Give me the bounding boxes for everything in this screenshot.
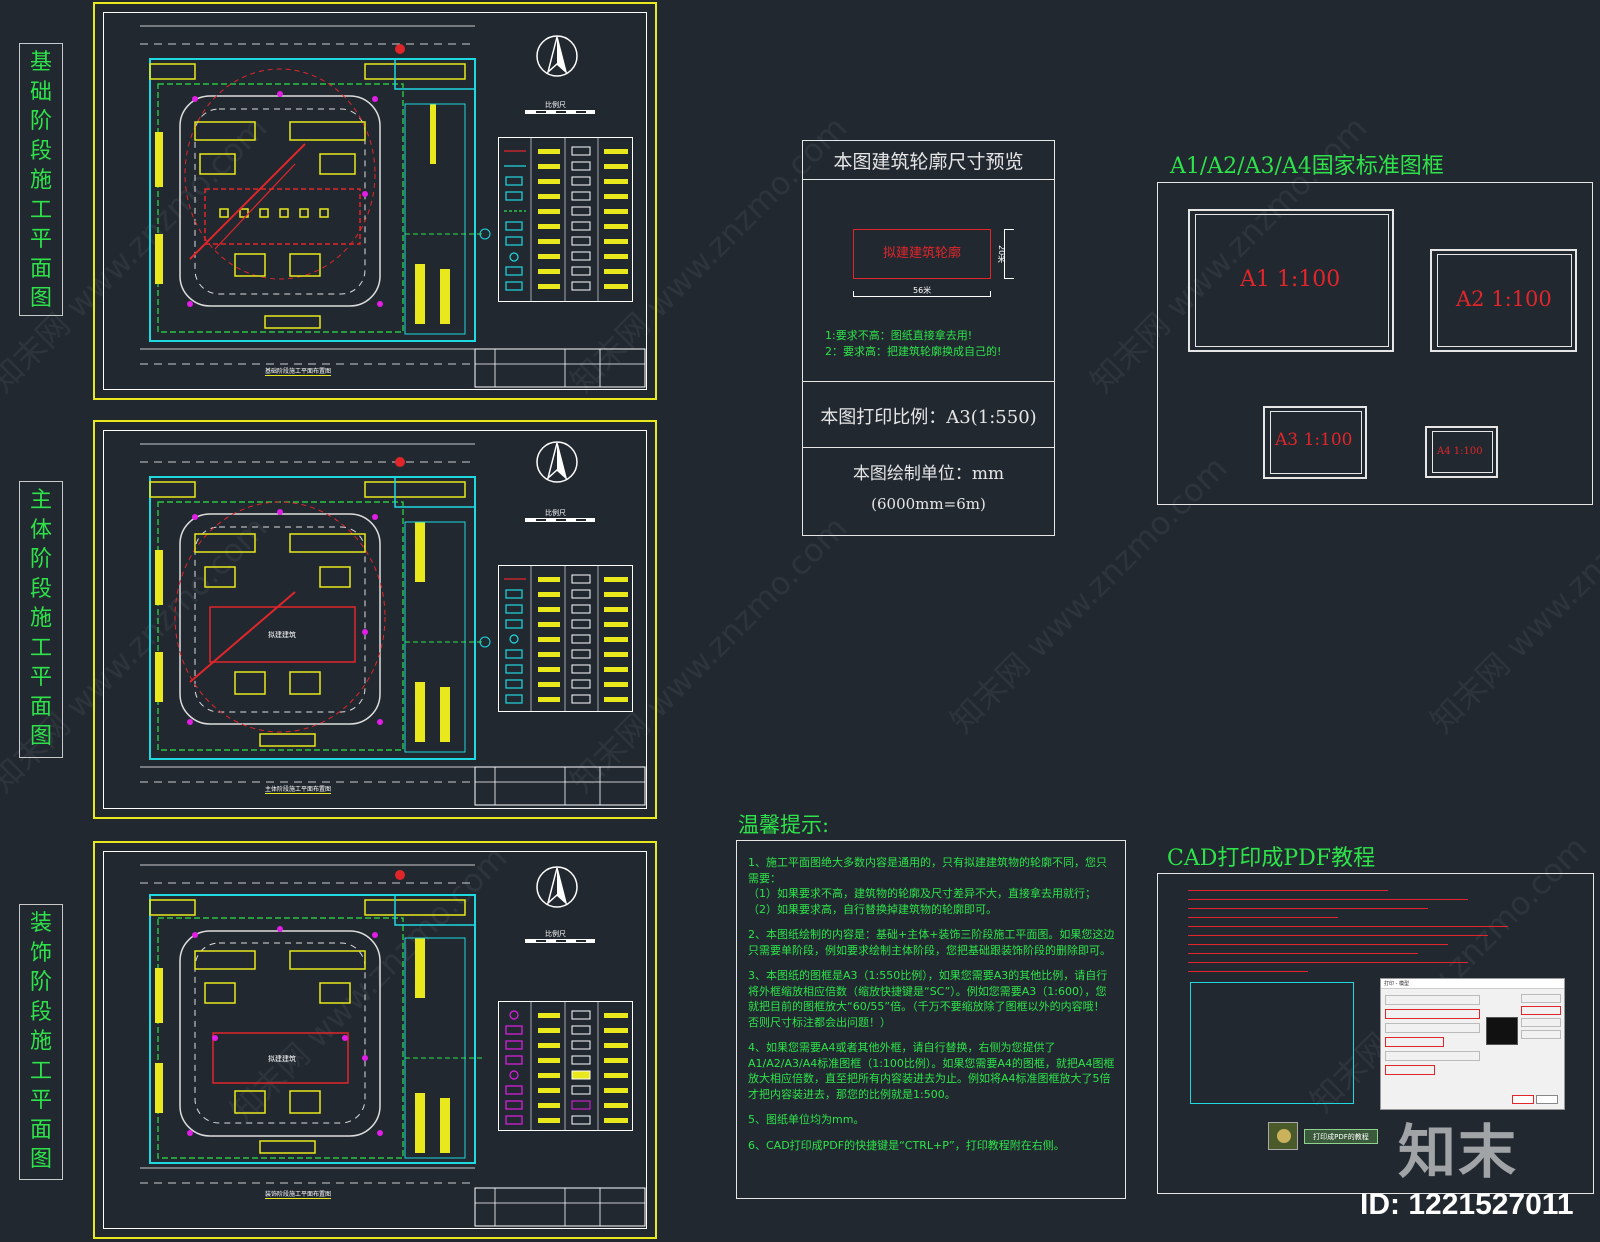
- frames-title: A1/A2/A3/A4国家标准图框: [1170, 154, 1444, 179]
- frame-a1-label: A1 1:100: [1240, 267, 1341, 292]
- tips-paragraph-3: 3、本图纸的图框是A3（1:550比例），如果您需要A3的其他比例，请自行将外框…: [748, 969, 1108, 1029]
- tutorial-panel: 打印 - 模型 打印成PDF的教程: [1157, 873, 1594, 1194]
- frame-a1[interactable]: A1 1:100: [1188, 209, 1394, 352]
- width-dimension-label: 56米: [913, 286, 932, 295]
- scale-bar: [525, 939, 595, 943]
- frame-a4[interactable]: A4 1:100: [1425, 426, 1498, 478]
- tips-title: 温馨提示:: [738, 813, 830, 837]
- frame-a3[interactable]: A3 1:100: [1263, 406, 1367, 479]
- scale-bar: [525, 110, 595, 114]
- height-dimension: [1004, 229, 1014, 279]
- print-dialog-title: 打印 - 模型: [1381, 979, 1564, 989]
- site-plan: 拟建建筑: [140, 864, 646, 1227]
- tutorial-preview-frame: [1190, 982, 1354, 1104]
- tutorial-notes: [1188, 886, 1548, 976]
- tips-paragraph-5: 5、图纸单位均为mm。: [748, 1113, 865, 1126]
- standard-frames-panel: A1 1:100 A2 1:100 A3 1:100 A4 1:100: [1157, 182, 1593, 505]
- image-id-label: ID: 1221527011: [1360, 1188, 1574, 1221]
- frame-a4-label: A4 1:100: [1437, 446, 1483, 457]
- stage-label-structure: 主体阶段施工平面图: [19, 481, 63, 758]
- stage-label-decoration: 装饰阶段施工平面图: [19, 904, 63, 1180]
- tips-paragraph-6: 6、CAD打印成PDF的快捷键是“CTRL+P”，打印教程附在右侧。: [748, 1138, 1065, 1152]
- preview-note-2: 2：要求高：把建筑轮廓换成自己的!: [825, 345, 1002, 358]
- print-scale-label: 本图打印比例：A3(1:550): [820, 407, 1037, 428]
- preview-note-1: 1:要求不高：图纸直接拿去用!: [825, 329, 973, 342]
- print-dialog[interactable]: 打印 - 模型: [1380, 978, 1565, 1110]
- width-dimension: [853, 291, 991, 297]
- scale-bar-label: 比例尺: [545, 930, 566, 938]
- legend-table: [498, 137, 633, 302]
- frame-a3-label: A3 1:100: [1275, 430, 1353, 450]
- tips-panel: 1、施工平面图绝大多数内容是通用的，只有拟建建筑物的轮廓不同，您只需要： （1）…: [736, 840, 1126, 1199]
- tips-paragraph-1: 1、施工平面图绝大多数内容是通用的，只有拟建建筑物的轮廓不同，您只需要： （1）…: [748, 856, 1107, 916]
- scale-bar: [525, 518, 595, 522]
- drawing-sheet-decoration[interactable]: 拟建建筑 比例尺: [93, 841, 657, 1239]
- sheet-title-caption: 装饰阶段施工平面布置图: [265, 1191, 332, 1199]
- site-plan: [140, 25, 646, 388]
- building-label: 拟建建筑: [268, 1054, 296, 1063]
- tutorial-video-thumbnail[interactable]: [1268, 1122, 1298, 1150]
- tutorial-title: CAD打印成PDF教程: [1167, 846, 1376, 871]
- drawing-sheet-structure[interactable]: 拟建建筑 比例尺: [93, 420, 657, 819]
- preview-title: 本图建筑轮廓尺寸预览: [833, 151, 1024, 173]
- north-arrow-icon: [536, 35, 578, 77]
- frame-a2[interactable]: A2 1:100: [1430, 249, 1577, 352]
- drawing-unit-label: 本图绘制单位：mm: [852, 464, 1005, 484]
- stage-label-foundation: 基础阶段施工平面图: [19, 43, 63, 316]
- legend-table: [498, 1001, 633, 1131]
- north-arrow-icon: [536, 441, 578, 483]
- drawing-sheet-foundation[interactable]: 比例尺 基础阶段施工平面布置图: [93, 2, 657, 400]
- sheet-title-caption: 主体阶段施工平面布置图: [265, 786, 332, 794]
- sheet-title-caption: 基础阶段施工平面布置图: [265, 368, 332, 376]
- building-label: 拟建建筑: [268, 630, 296, 639]
- height-dimension-label: 20米: [997, 245, 1006, 264]
- legend-table: [498, 565, 633, 712]
- frame-a2-label: A2 1:100: [1456, 287, 1552, 311]
- scale-bar-label: 比例尺: [545, 509, 566, 517]
- pdf-tutorial-button[interactable]: 打印成PDF的教程: [1304, 1129, 1378, 1144]
- north-arrow-icon: [536, 866, 578, 908]
- building-outline-preview-panel: 本图建筑轮廓尺寸预览 拟建建筑轮廓 20米 56米 1:要求不高：图纸直接拿去用…: [802, 140, 1055, 536]
- site-plan: 拟建建筑: [140, 443, 646, 806]
- avatar: [1277, 1129, 1291, 1143]
- drawing-unit-example: (6000mm=6m): [871, 495, 986, 513]
- proposed-building-outline[interactable]: 拟建建筑轮廓: [853, 229, 991, 279]
- tips-paragraph-4: 4、如果您需要A4或者其他外框，请自行替换，右侧为您提供了A1/A2/A3/A4…: [748, 1041, 1115, 1101]
- scale-bar-label: 比例尺: [545, 101, 566, 109]
- brand-logo: 知末: [1398, 1118, 1519, 1186]
- tips-paragraph-2: 2、本图纸绘制的内容是：基础+主体+装饰三阶段施工平面图。如果您这边只需要单阶段…: [748, 928, 1115, 957]
